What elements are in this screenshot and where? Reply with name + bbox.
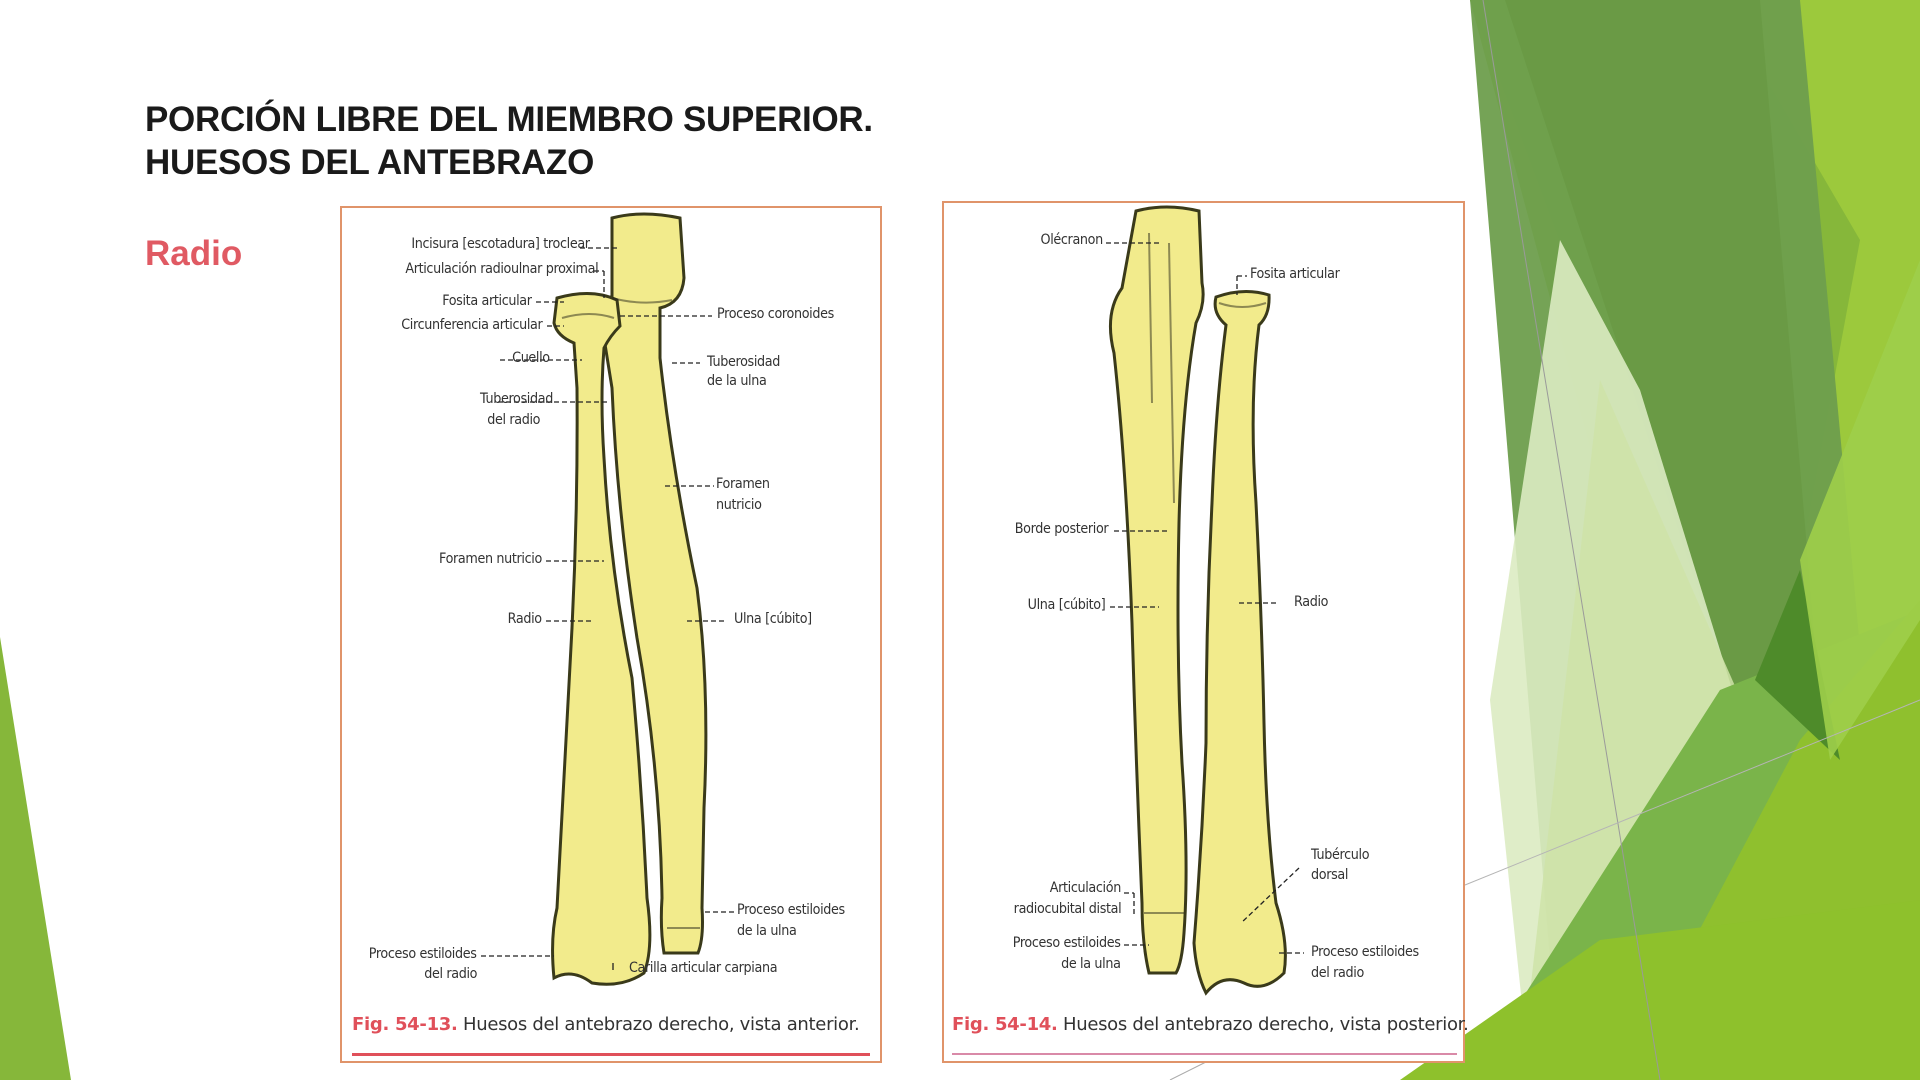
section-subtitle: Radio [145,234,243,273]
label-proceso-estiloides-radio-1: Proceso estiloides [1311,944,1419,960]
label-tuberculo-dorsal-1: Tubérculo [1311,847,1370,863]
caption-underline [952,1053,1457,1055]
label-ulna: Ulna [cúbito] [1027,597,1105,613]
label-foramen-nutricio-radio: Foramen nutricio [439,551,542,567]
label-fosita-articular: Fosita articular [1250,266,1340,282]
label-tuberosidad-radio-2: del radio [487,412,540,428]
label-radio: Radio [1294,594,1329,610]
label-radio: Radio [507,611,542,627]
label-tuberosidad-ulna-2: de la ulna [707,373,767,389]
label-tuberculo-dorsal-2: dorsal [1311,867,1349,883]
caption-number: Fig. 54-14. [952,1014,1058,1035]
figure-anterior-view: Incisura [escotadura] troclear Articulac… [340,206,882,1063]
label-proceso-estiloides-radio-2: del radio [424,966,477,982]
slide-title-line2: HUESOS DEL ANTEBRAZO [145,143,595,182]
caption-underline [352,1053,870,1056]
forearm-bones-posterior-illustration [1106,205,1304,996]
label-articulacion-radiocubital-distal-2: radiocubital distal [1013,901,1121,917]
label-carilla-articular-carpiana: Carilla articular carpiana [629,960,778,976]
label-cuello: Cuello [512,350,550,366]
label-ulna: Ulna [cúbito] [734,611,812,627]
label-proceso-estiloides-ulna-1: Proceso estiloides [737,902,845,918]
label-proceso-estiloides-ulna-2: de la ulna [737,923,797,939]
label-proceso-estiloides-ulna-2: de la ulna [1061,956,1122,972]
forearm-bones-anterior-illustration [481,212,735,986]
caption-text: Huesos del antebrazo derecho, vista ante… [462,1014,860,1035]
label-circunferencia-articular: Circunferencia articular [400,317,543,333]
label-proceso-coronoides: Proceso coronoides [717,306,834,322]
label-articulacion-radioulnar-proximal: Articulación radioulnar proximal [405,261,598,277]
label-articulacion-radiocubital-distal-1: Articulación [1049,880,1122,896]
figure-posterior-view: Olécranon Fosita articular Borde posteri… [942,201,1469,1063]
label-proceso-estiloides-radio-2: del radio [1311,965,1364,981]
label-foramen-ulna-1: Foramen [716,476,770,492]
label-olecranon: Olécranon [1040,232,1104,248]
label-incisura-troclear: Incisura [escotadura] troclear [411,236,591,252]
label-borde-posterior: Borde posterior [1014,521,1108,537]
label-proceso-estiloides-radio-1: Proceso estiloides [369,946,477,962]
caption-text: Huesos del antebrazo derecho, vista post… [1062,1014,1469,1035]
slide-title-line1: PORCIÓN LIBRE DEL MIEMBRO SUPERIOR. [145,100,873,139]
slide-title: PORCIÓN LIBRE DEL MIEMBRO SUPERIOR. HUES… [145,98,873,184]
figure-caption-posterior: Fig. 54-14. Huesos del antebrazo derecho… [952,1014,1469,1035]
caption-number: Fig. 54-13. [352,1014,458,1035]
label-foramen-ulna-2: nutricio [716,497,762,513]
label-tuberosidad-ulna-1: Tuberosidad [707,354,781,370]
figure-caption-anterior: Fig. 54-13. Huesos del antebrazo derecho… [352,1014,860,1035]
label-tuberosidad-radio-1: Tuberosidad [479,391,553,407]
label-fosita-articular: Fosita articular [442,293,533,309]
label-proceso-estiloides-ulna-1: Proceso estiloides [1013,935,1121,951]
